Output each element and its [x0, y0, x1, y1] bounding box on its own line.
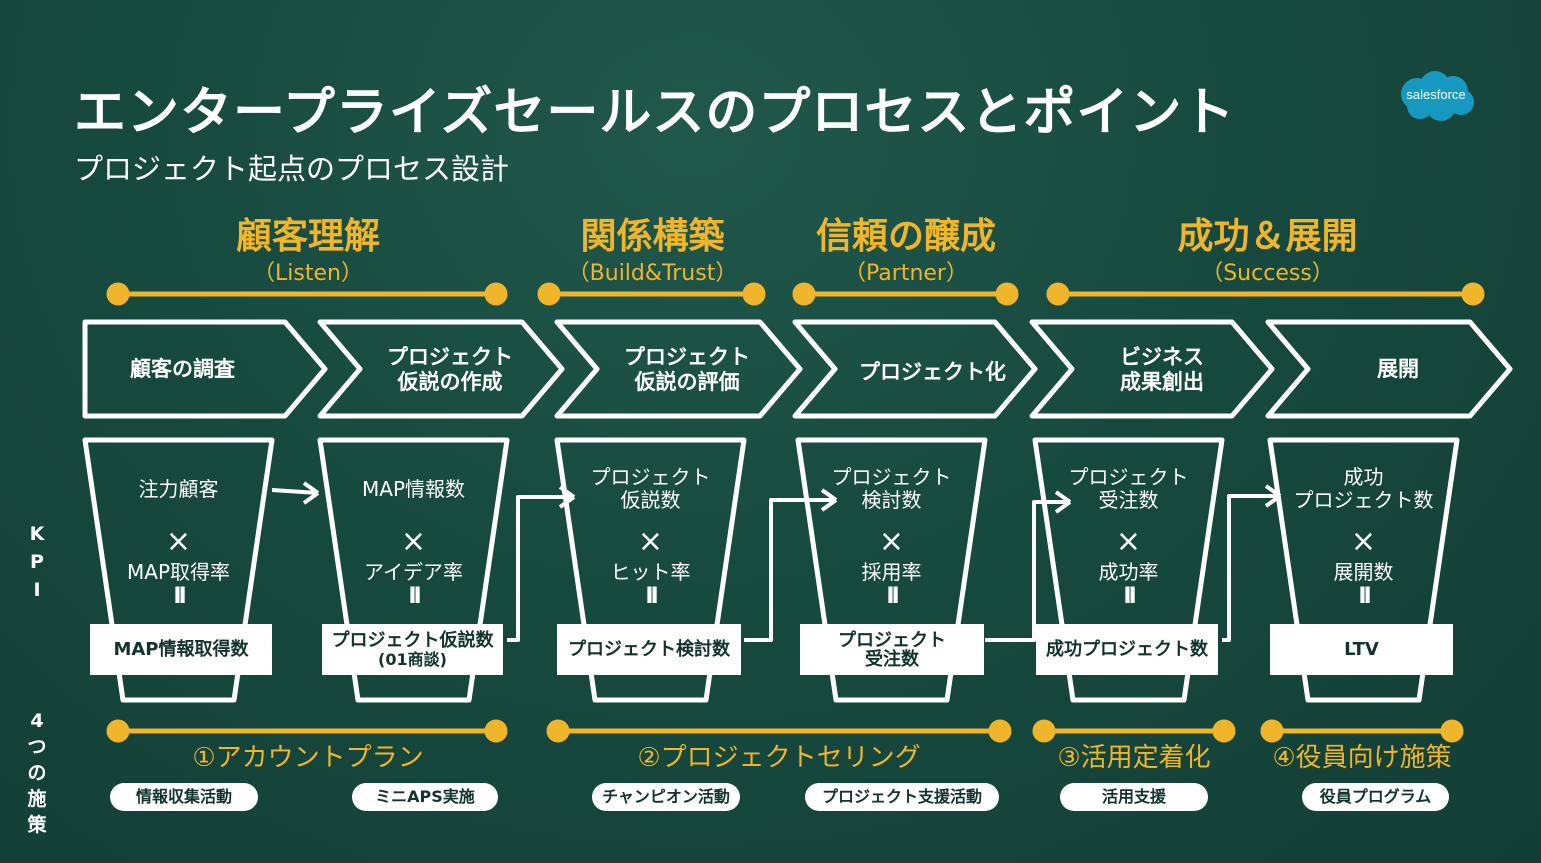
measure-pill: チャンピオン活動: [592, 783, 740, 811]
result-box-2: プロジェクト仮説数(01商談): [322, 624, 503, 675]
kpi-mid: ヒット率: [610, 560, 691, 584]
measure-pill: 情報収集活動: [110, 783, 258, 811]
times-sign: ×: [1115, 524, 1142, 559]
kpi-top-2: 受注数: [1098, 488, 1159, 512]
chevrons: [82, 319, 1513, 419]
kpi-funnel-6: 成功プロジェクト数 × 展開数 II: [1270, 465, 1457, 610]
phase-title-success: 成功＆展開: [1177, 216, 1358, 257]
funnels: [82, 437, 1460, 703]
step-label-1: 顧客の調査: [130, 357, 235, 381]
kpi-funnel-5: プロジェクト受注数 × 成功率 II: [1035, 465, 1222, 610]
kpi-funnel-4: プロジェクト検討数 × 採用率 II: [798, 465, 985, 610]
measure-pill: プロジェクト支援活動: [805, 783, 999, 811]
equals-sign: II: [173, 584, 186, 609]
step-label-5: ビジネス成果創出: [1120, 345, 1204, 394]
kpi-top: プロジェクト: [590, 465, 711, 489]
salesforce-logo: salesforce: [1395, 70, 1477, 124]
page-title: エンタープライズセールスのプロセスとポイント: [74, 83, 1236, 143]
times-sign: ×: [400, 524, 427, 559]
phase-sub-partner: （Partner）: [844, 261, 968, 286]
phase-title-partner: 信頼の醸成: [815, 216, 996, 257]
equals-sign: II: [886, 584, 899, 609]
measure-pill: ミニAPS実施: [352, 783, 498, 811]
phase-sub-build: （Build&Trust）: [567, 261, 738, 286]
kpi-mid: 成功率: [1098, 560, 1159, 584]
kpi-mid: MAP取得率: [127, 560, 230, 584]
step-label-6: 展開: [1377, 357, 1419, 381]
kpi-funnel-1: 注力顧客 × MAP取得率 II: [85, 470, 272, 610]
kpi-top: 成功: [1343, 465, 1384, 489]
kpi-funnel-3: プロジェクト仮説数 × ヒット率 II: [557, 465, 744, 610]
kpi-top-2: 検討数: [861, 488, 922, 512]
page-subtitle: プロジェクト起点のプロセス設計: [74, 152, 510, 186]
measure-title-3: ③活用定着化: [1057, 743, 1211, 773]
result-box-1: MAP情報取得数: [90, 624, 272, 675]
kpi-top: 注力顧客: [138, 477, 219, 501]
step-label-4: プロジェクト化: [859, 360, 1006, 384]
kpi-top: MAP情報数: [362, 477, 465, 501]
equals-sign: II: [408, 584, 421, 609]
kpi-mid: 展開数: [1333, 560, 1394, 584]
result-box-3: プロジェクト検討数: [557, 624, 741, 675]
times-sign: ×: [637, 524, 664, 559]
measure-pill: 役員プログラム: [1302, 783, 1449, 811]
measure-title-1: ①アカウントプラン: [192, 743, 424, 773]
step-label-3: プロジェクト仮説の評価: [624, 345, 750, 394]
kpi-mid: 採用率: [861, 560, 922, 584]
phase-sub-success: （Success）: [1201, 261, 1334, 286]
kpi-top-2: 仮説数: [620, 488, 681, 512]
phase-sub-listen: （Listen）: [253, 261, 363, 286]
measure-pill: 活用支援: [1060, 783, 1208, 811]
phase-title-build: 関係構築: [580, 216, 725, 257]
kpi-top-2: プロジェクト数: [1293, 488, 1434, 512]
phase-bars: [106, 282, 1485, 306]
kpi-mid: アイデア率: [364, 560, 463, 584]
equals-sign: II: [645, 584, 658, 609]
kpi-funnel-2: MAP情報数 × アイデア率 II: [320, 470, 507, 610]
result-box-6: LTV: [1270, 624, 1453, 675]
measure-title-4: ④役員向け施策: [1272, 743, 1452, 773]
result-box-4: プロジェクト受注数: [800, 624, 984, 675]
equals-sign: II: [1358, 584, 1371, 609]
kpi-top: プロジェクト: [831, 465, 952, 489]
measure-title-2: ②プロジェクトセリング: [637, 743, 921, 773]
measure-bars: [106, 719, 1464, 743]
step-label-2: プロジェクト仮説の作成: [387, 345, 513, 394]
equals-sign: II: [1123, 584, 1136, 609]
kpi-top: プロジェクト: [1068, 465, 1189, 489]
times-sign: ×: [878, 524, 905, 559]
result-box-5: 成功プロジェクト数: [1036, 624, 1218, 675]
phase-title-listen: 顧客理解: [235, 216, 380, 257]
times-sign: ×: [165, 524, 192, 559]
times-sign: ×: [1350, 524, 1377, 559]
flow-connectors: [271, 481, 1282, 642]
